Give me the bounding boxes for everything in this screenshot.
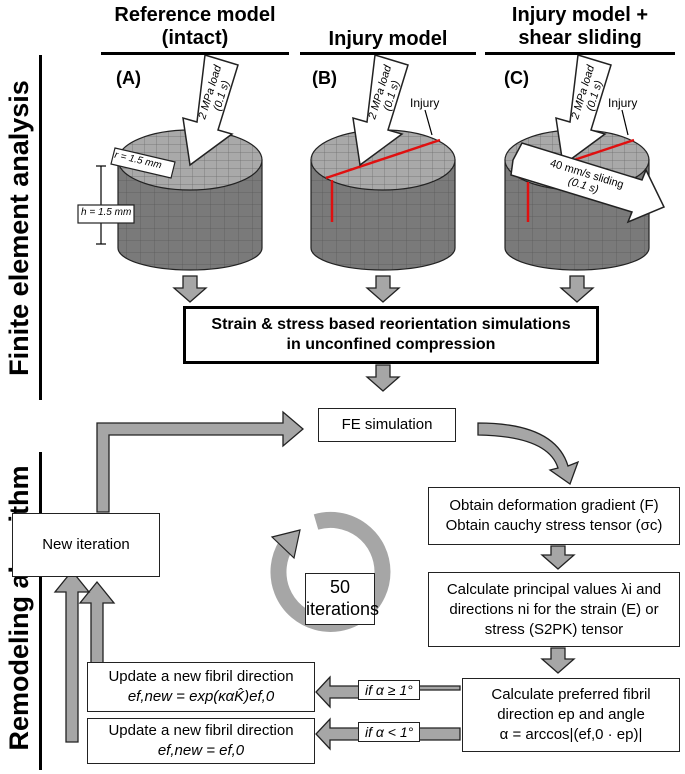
step2-line2: directions ni for the strain (E) or (449, 600, 659, 618)
injury-pointer-b (424, 109, 433, 136)
new-iteration-box: New iteration (12, 513, 160, 577)
step1-line1: Obtain deformation gradient (F) (449, 497, 659, 514)
update-b-title: Update a new fibril direction (108, 722, 294, 739)
fe-simulation-box: FE simulation (318, 408, 456, 442)
condition-alpha-ge-1: if α ≥ 1° (358, 680, 420, 700)
update-fibril-box-b: Update a new fibril direction ef,new = e… (87, 718, 315, 764)
injury-label-b: Injury (410, 96, 440, 110)
update-fibril-box-a: Update a new fibril direction ef,new = e… (87, 662, 315, 712)
down-arrow-b (365, 275, 401, 303)
up-arrow-from-update-b (53, 569, 91, 743)
load-arrow-a (182, 54, 239, 167)
header-shear-line1: Injury model + (511, 4, 649, 26)
header-injury-line1: Injury model (328, 28, 448, 50)
load-arrow-b (352, 54, 409, 167)
step1-line2: Obtain cauchy stress tensor (σc) (445, 517, 663, 534)
header-injury-shear: Injury model + shear sliding (485, 4, 675, 50)
iterations-count: 50 (329, 577, 351, 597)
height-label: h = 1.5 mm (81, 207, 132, 218)
header-reference-line2: (intact) (161, 27, 229, 49)
update-b-formula: ef,new = ef,0 (157, 742, 245, 759)
side-title-remodeling: Remodeling algorithm (4, 465, 34, 751)
cylinder-model-b (310, 129, 456, 271)
header-underline-a (101, 52, 289, 55)
panel-label-a: (A) (116, 68, 141, 88)
iterations-count-box: 50 iterations (305, 573, 380, 625)
side-rule-remodeling (39, 452, 42, 770)
header-reference-model: Reference model (intact) (101, 4, 289, 50)
condition-alpha-lt-1: if α < 1° (358, 722, 421, 742)
down-arrow-step2-step3 (540, 647, 576, 674)
fe-simulation-label: FE simulation (341, 416, 433, 433)
update-a-title: Update a new fibril direction (108, 668, 294, 685)
down-arrow-a (172, 275, 208, 303)
panel-label-c: (C) (504, 68, 529, 88)
load-arrow-c (555, 54, 612, 167)
down-arrow-c (559, 275, 595, 303)
sliding-arrow (510, 142, 666, 224)
side-title-fe-analysis: Finite element analysis (4, 80, 34, 376)
curved-arrow-fe-to-step1 (477, 422, 580, 486)
height-dimension (77, 165, 135, 245)
side-rule-fe (39, 55, 42, 400)
step2-line3: stress (S2PK) tensor (484, 620, 624, 638)
header-underline-c (485, 52, 675, 55)
step-principal-values-box: Calculate principal values λi and direct… (428, 572, 680, 647)
new-iteration-label: New iteration (42, 536, 130, 553)
panel-label-b: (B) (312, 68, 337, 88)
update-a-formula: ef,new = exp(καK̂)ef,0 (127, 688, 275, 705)
step3-line1: Calculate preferred fibril (491, 686, 651, 703)
header-injury-model: Injury model (300, 28, 476, 51)
sim-box-line2: in unconfined compression (286, 336, 496, 353)
step3-line3: α = arccos|(ef,0 · ep)| (499, 726, 643, 743)
header-shear-line2: shear sliding (518, 27, 642, 49)
header-reference-line1: Reference model (114, 4, 276, 26)
down-arrow-step1-step2 (540, 545, 576, 570)
header-underline-b (300, 52, 476, 55)
loop-arrow-up (96, 410, 305, 513)
down-arrow-to-fe (365, 364, 401, 392)
step2-line1: Calculate principal values λi and (446, 580, 662, 598)
injury-label-c: Injury (608, 96, 638, 110)
step-deformation-box: Obtain deformation gradient (F) Obtain c… (428, 487, 680, 545)
radius-label-box (110, 147, 176, 179)
injury-pointer-c (621, 109, 629, 136)
reorientation-sim-box: Strain & stress based reorientation simu… (183, 306, 599, 364)
step-preferred-direction-box: Calculate preferred fibril direction ep … (462, 678, 680, 752)
sim-box-line1: Strain & stress based reorientation simu… (211, 316, 571, 333)
iterations-word: iterations (306, 599, 380, 619)
step3-line2: direction ep and angle (497, 706, 645, 723)
